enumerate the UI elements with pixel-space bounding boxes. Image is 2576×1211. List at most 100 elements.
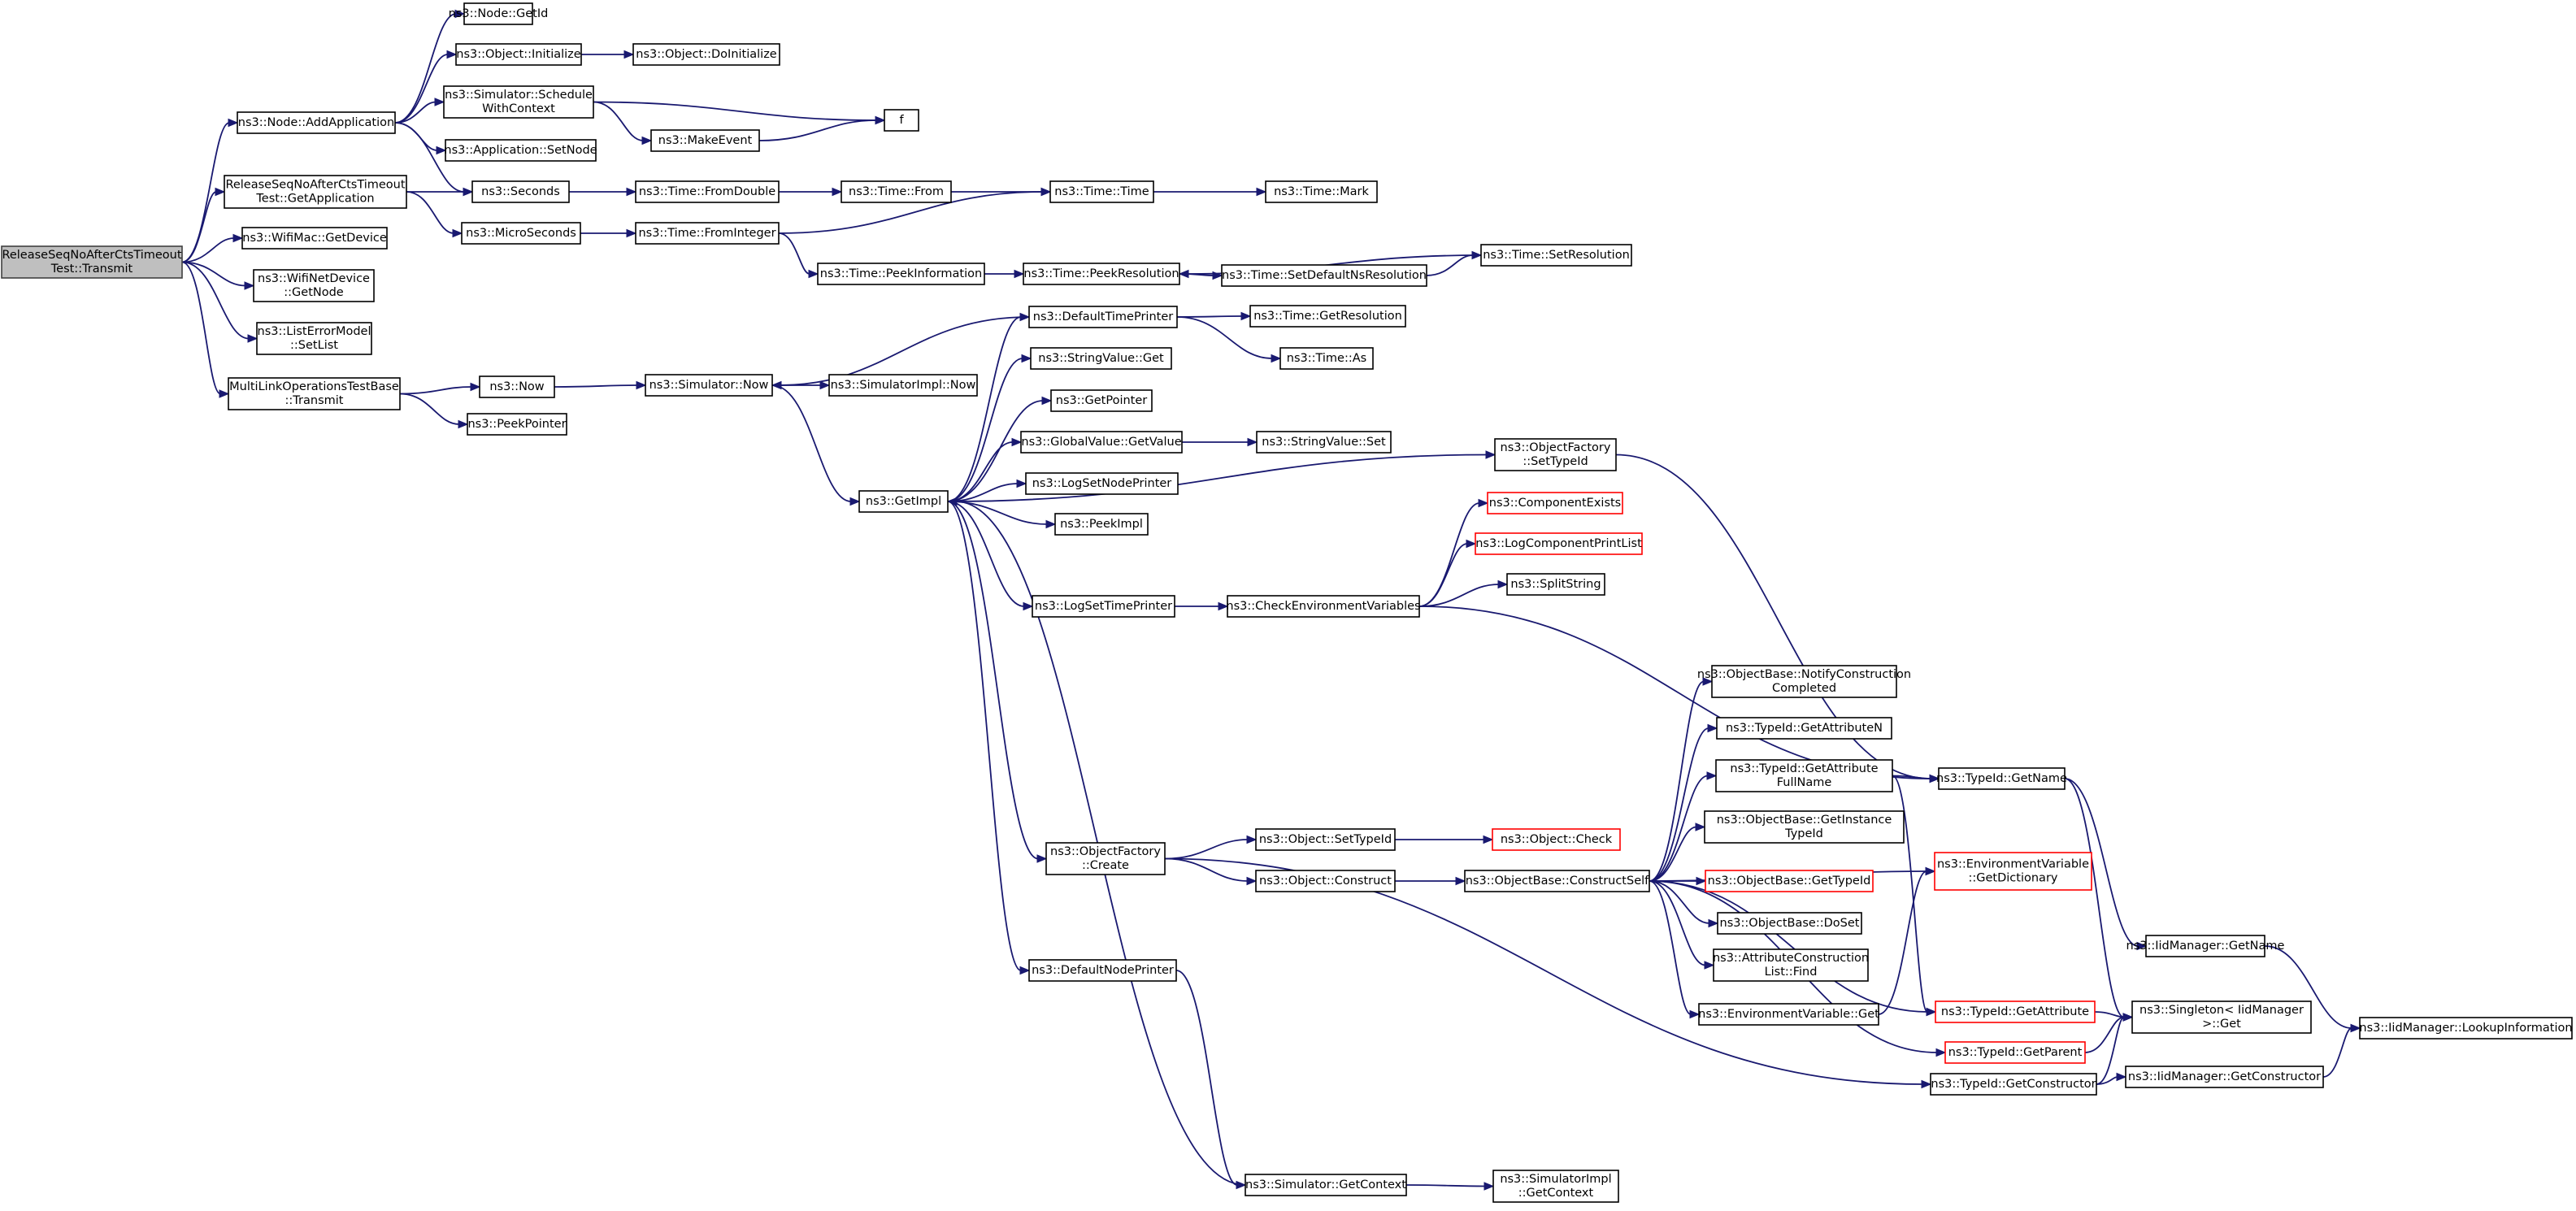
node-objconstruct[interactable]: ns3::Object::Construct [1255, 870, 1396, 892]
node-tidgetname[interactable]: ns3::TypeId::GetName [1936, 767, 2067, 790]
node-lookupinfo[interactable]: ns3::IidManager::LookupInformation [2359, 1017, 2573, 1040]
node-peekimpl[interactable]: ns3::PeekImpl [1054, 513, 1149, 536]
edge-line [947, 501, 1025, 607]
arrowhead-icon [470, 382, 481, 392]
node-checkenv[interactable]: ns3::CheckEnvironmentVariables [1226, 595, 1421, 618]
node-box [1025, 472, 1179, 495]
node-notifycc[interactable]: ns3::ObjectBase::NotifyConstructionCompl… [1697, 665, 1911, 698]
node-label: ns3::Time::Time [1054, 185, 1149, 198]
node-deftp[interactable]: ns3::DefaultTimePrinter [1028, 306, 1178, 328]
node-tidgetctor[interactable]: ns3::TypeId::GetConstructor [1930, 1073, 2097, 1096]
node-getimpl[interactable]: ns3::GetImpl [858, 490, 949, 513]
edge-tidgetname-to-singleton [2064, 778, 2134, 1022]
node-appsetnode[interactable]: ns3::Application::SetNode [444, 139, 597, 162]
edge-checkenv-to-splitstr [1418, 579, 1509, 607]
edge-objsettypeid-to-objcheck [1394, 835, 1494, 844]
node-simimplgetctx[interactable]: ns3::SimulatorImpl::GetContext [1492, 1170, 1619, 1203]
node-singleton[interactable]: ns3::Singleton< IidManager>::Get [2131, 1000, 2312, 1034]
arrowhead-icon [1036, 854, 1048, 863]
node-box [1475, 532, 1643, 555]
node-objsettypeid[interactable]: ns3::Object::SetTypeId [1255, 828, 1396, 851]
node-root[interactable]: ReleaseSeqNoAfterCtsTimeoutTest::Transmi… [1, 245, 183, 279]
node-label: ns3::ObjectBase::GetInstance [1717, 814, 1892, 827]
node-objcheck[interactable]: ns3::Object::Check [1492, 828, 1621, 851]
node-timeas[interactable]: ns3::Time::As [1279, 347, 1374, 370]
node-constructself[interactable]: ns3::ObjectBase::ConstructSelf [1464, 870, 1650, 892]
node-defnp[interactable]: ns3::DefaultNodePrinter [1028, 959, 1177, 982]
node-box [632, 43, 780, 66]
node-label: ns3::ObjectFactory [1501, 441, 1611, 454]
node-label: ns3::Simulator::Schedule [445, 89, 593, 102]
node-getattrn[interactable]: ns3::TypeId::GetAttributeN [1716, 717, 1892, 740]
node-ofcreate[interactable]: ns3::ObjectFactory::Create [1045, 842, 1166, 875]
node-fromdouble[interactable]: ns3::Time::FromDouble [635, 180, 780, 203]
node-wifimac[interactable]: ns3::WifiMac::GetDevice [241, 227, 388, 250]
node-label: ::GetDictionary [1969, 872, 2058, 885]
node-now[interactable]: ns3::Now [479, 375, 555, 398]
node-logsettp[interactable]: ns3::LogSetTimePrinter [1032, 595, 1175, 618]
node-obgettypeid[interactable]: ns3::ObjectBase::GetTypeId [1705, 870, 1874, 892]
node-box [445, 139, 597, 162]
node-wifinet[interactable]: ns3::WifiNetDevice::GetNode [253, 269, 375, 302]
node-peekres[interactable]: ns3::Time::PeekResolution [1023, 263, 1180, 285]
edge-line [780, 316, 1030, 386]
node-doset[interactable]: ns3::ObjectBase::DoSet [1717, 912, 1862, 935]
node-fromint[interactable]: ns3::Time::FromInteger [635, 222, 780, 245]
node-logcpl[interactable]: ns3::LogComponentPrintList [1475, 532, 1643, 555]
node-box [1705, 870, 1874, 892]
arrowhead-icon [228, 118, 239, 128]
node-seconds[interactable]: ns3::Seconds [471, 180, 570, 203]
node-simnow[interactable]: ns3::Simulator::Now [645, 374, 773, 397]
node-logsetnp[interactable]: ns3::LogSetNodePrinter [1025, 472, 1179, 495]
node-ofsettypeid[interactable]: ns3::ObjectFactory::SetTypeId [1494, 438, 1617, 471]
node-setres[interactable]: ns3::Time::SetResolution [1480, 244, 1632, 267]
node-envget[interactable]: ns3::EnvironmentVariable::Get [1698, 1003, 1879, 1026]
arrowhead-icon [1695, 823, 1706, 831]
node-timemark[interactable]: ns3::Time::Mark [1265, 180, 1378, 203]
node-label: ns3::TypeId::GetAttribute [1941, 1005, 2089, 1018]
node-strvalget[interactable]: ns3::StringValue::Get [1030, 347, 1172, 370]
node-label: ns3::PeekImpl [1060, 518, 1143, 531]
node-tidgetparent[interactable]: ns3::TypeId::GetParent [1944, 1041, 2086, 1064]
node-gvgetvalue[interactable]: ns3::GlobalValue::GetValue [1020, 431, 1183, 454]
edge-iidgetctor-to-lookupinfo [2322, 1023, 2361, 1078]
node-compexists[interactable]: ns3::ComponentExists [1487, 492, 1623, 514]
node-f[interactable]: f [884, 109, 919, 132]
node-micro[interactable]: ns3::MicroSeconds [461, 222, 581, 245]
node-doinit[interactable]: ns3::Object::DoInitialize [632, 43, 780, 66]
node-box [2125, 1066, 2324, 1088]
node-makeevent[interactable]: ns3::MakeEvent [650, 129, 760, 152]
node-peekpointer[interactable]: ns3::PeekPointer [467, 413, 567, 436]
node-simimplnow[interactable]: ns3::SimulatorImpl::Now [828, 374, 978, 397]
node-getid[interactable]: ns3::Node::GetId [449, 2, 549, 25]
node-splitstr[interactable]: ns3::SplitString [1506, 573, 1605, 596]
node-mlotransmit[interactable]: MultiLinkOperationsTestBase::Transmit [228, 377, 401, 410]
node-label: ns3::Time::FromInteger [638, 227, 775, 240]
node-box [1028, 959, 1177, 982]
arrowhead-icon [946, 497, 958, 506]
node-addapp[interactable]: ns3::Node::AddApplication [237, 111, 396, 134]
node-getpointer[interactable]: ns3::GetPointer [1050, 389, 1153, 412]
node-listerr[interactable]: ns3::ListErrorModel::SetList [256, 322, 372, 355]
node-iidgetctor[interactable]: ns3::IidManager::GetConstructor [2125, 1066, 2324, 1088]
edges-layer [181, 9, 2361, 1191]
node-getapp[interactable]: ReleaseSeqNoAfterCtsTimeoutTest::GetAppl… [224, 175, 407, 209]
node-getresol[interactable]: ns3::Time::GetResolution [1249, 305, 1406, 328]
node-box [1715, 759, 1893, 792]
node-peekinfo[interactable]: ns3::Time::PeekInformation [817, 263, 985, 285]
node-timetime[interactable]: ns3::Time::Time [1049, 180, 1154, 203]
node-objinit[interactable]: ns3::Object::Initialize [455, 43, 582, 66]
node-strvalset[interactable]: ns3::StringValue::Set [1256, 431, 1392, 454]
node-label: ns3::Object::Check [1501, 833, 1613, 846]
node-timefrom[interactable]: ns3::Time::From [841, 180, 952, 203]
edge-line [394, 54, 449, 124]
node-tidgetattr[interactable]: ns3::TypeId::GetAttribute [1935, 1000, 2096, 1023]
node-envgetdict[interactable]: ns3::EnvironmentVariable::GetDictionary [1934, 852, 2092, 891]
node-setdefns[interactable]: ns3::Time::SetDefaultNsResolution [1221, 264, 1427, 287]
node-iidgetname[interactable]: ns3::IidManager::GetName [2126, 935, 2285, 957]
node-simgetctx[interactable]: ns3::Simulator::GetContext [1245, 1174, 1407, 1196]
